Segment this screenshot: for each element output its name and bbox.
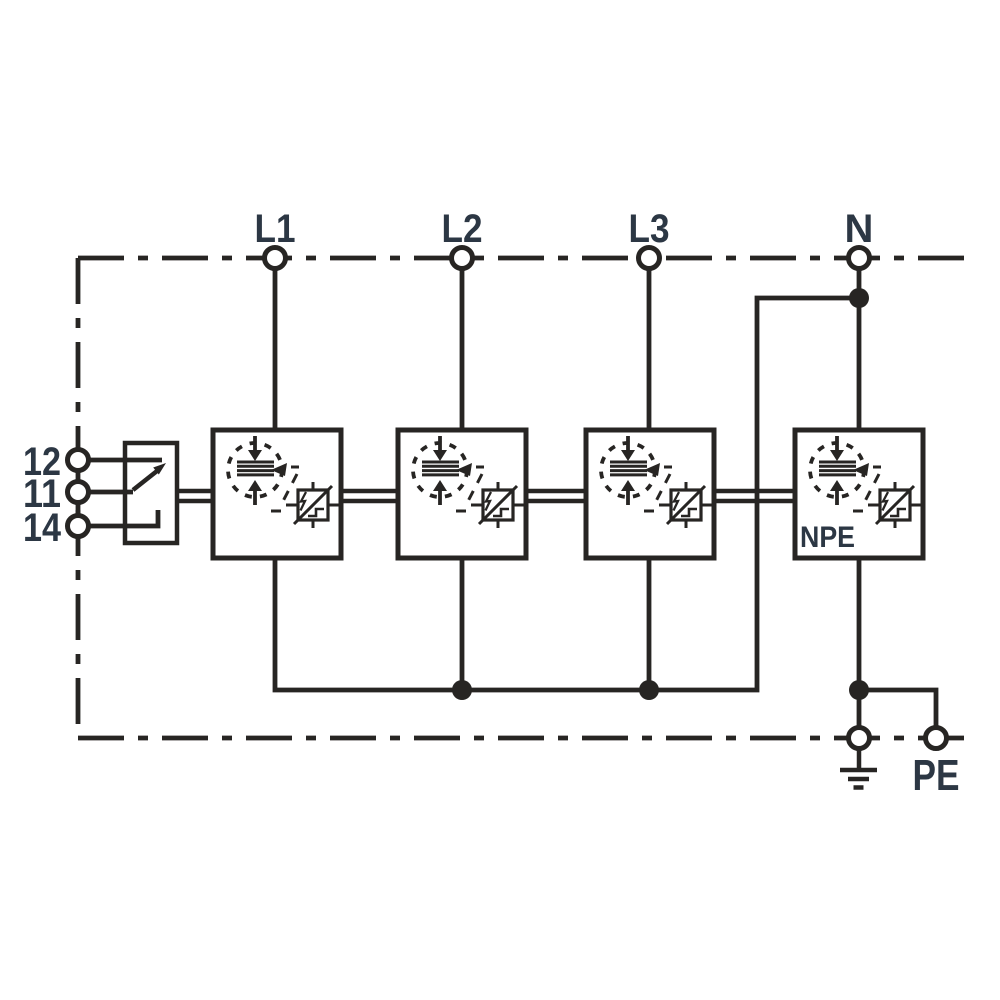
- terminal-l3: [636, 245, 662, 271]
- contact-lever-arrowhead: [153, 463, 166, 475]
- wire-pe-branch: [859, 687, 939, 727]
- terminal-pe: [923, 725, 949, 751]
- label-l1: L1: [255, 207, 296, 251]
- label-l2: L2: [442, 207, 483, 251]
- junction-dot-icon: [849, 680, 869, 700]
- label-terminal-11: 11: [23, 472, 61, 516]
- label-terminal-12: 12: [23, 440, 61, 484]
- earth-ground-icon: [840, 749, 877, 790]
- terminal-n: [846, 245, 872, 271]
- junction-dot-icon: [849, 288, 869, 308]
- label-n: N: [845, 207, 874, 251]
- label-l3: L3: [629, 207, 670, 251]
- terminal-12: [65, 447, 91, 473]
- terminals: [65, 245, 949, 751]
- terminal-ground: [846, 725, 872, 751]
- changeover-contact-icon: [122, 440, 180, 546]
- terminal-14: [65, 513, 91, 539]
- contact-lever: [131, 469, 159, 492]
- module-bus-double-lines: [177, 488, 795, 504]
- junction-dot-icon: [639, 680, 659, 700]
- wire-contact-14-stub: [89, 510, 161, 529]
- labels: L1 L2 L3 N 12 11 14 NPE PE: [23, 207, 960, 800]
- remote-contact-box: [122, 440, 180, 546]
- wire-bottom-bus-to-n: [272, 295, 859, 693]
- junction-dot-icon: [452, 680, 472, 700]
- label-terminal-14: 14: [23, 506, 62, 550]
- label-pe: PE: [913, 751, 960, 800]
- terminal-l1: [262, 245, 288, 271]
- label-npe: NPE: [800, 521, 855, 554]
- terminal-11: [65, 479, 91, 505]
- terminal-l2: [449, 245, 475, 271]
- junction-dots: [452, 288, 869, 700]
